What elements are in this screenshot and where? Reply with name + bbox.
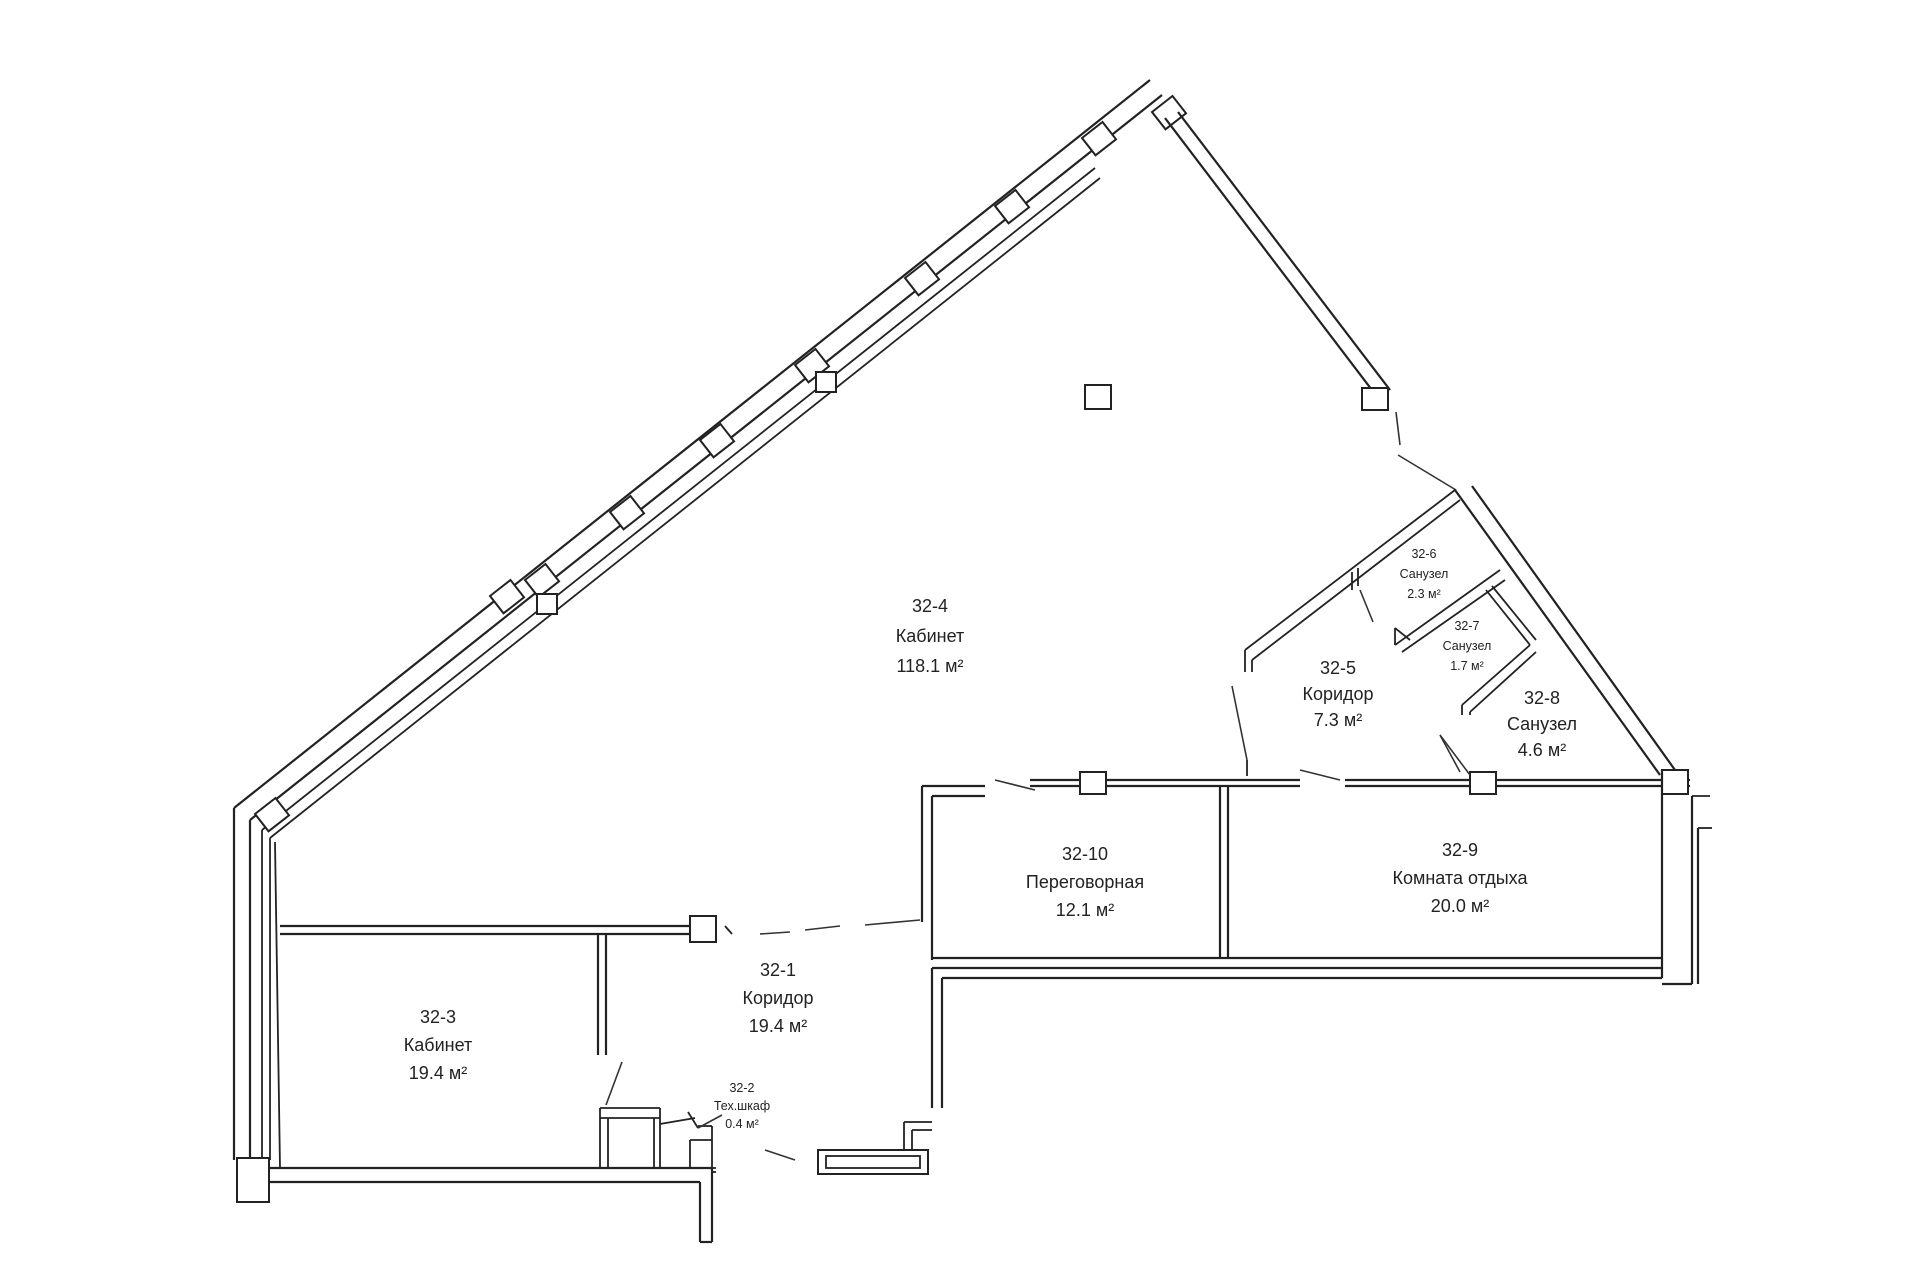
room-label-32-1: 32-1 Коридор 19.4 м² [742, 960, 813, 1036]
room-name: Санузел [1507, 714, 1577, 734]
south-wall [236, 1107, 932, 1244]
room-number: 32-2 [729, 1081, 754, 1095]
window-piers [253, 94, 1188, 833]
room-number: 32-4 [912, 596, 948, 616]
room-name: Санузел [1443, 639, 1492, 653]
room-name: Переговорная [1026, 872, 1144, 892]
room-area: 0.4 м² [725, 1117, 759, 1131]
room-area: 7.3 м² [1314, 710, 1362, 730]
room-area: 118.1 м² [896, 656, 963, 676]
room-name: Кабинет [404, 1035, 472, 1055]
room-number: 32-5 [1320, 658, 1356, 678]
room-name: Санузел [1400, 567, 1449, 581]
room-number: 32-7 [1454, 619, 1479, 633]
room-number: 32-3 [420, 1007, 456, 1027]
room-name: Комната отдыха [1393, 868, 1529, 888]
room-label-32-5: 32-5 Коридор 7.3 м² [1302, 658, 1373, 730]
room-area: 20.0 м² [1431, 896, 1489, 916]
room-label-32-8: 32-8 Санузел 4.6 м² [1507, 688, 1577, 760]
room-number: 32-1 [760, 960, 796, 980]
room-label-32-9: 32-9 Комната отдыха 20.0 м² [1393, 840, 1529, 916]
wet-block-walls [1231, 485, 1676, 776]
room-area: 19.4 м² [749, 1016, 807, 1036]
room-area: 19.4 м² [409, 1063, 467, 1083]
column [1084, 384, 1112, 410]
room-area: 4.6 м² [1518, 740, 1566, 760]
room-number: 32-10 [1062, 844, 1108, 864]
room-number: 32-9 [1442, 840, 1478, 860]
room-area: 2.3 м² [1407, 587, 1441, 601]
room-label-32-6: 32-6 Санузел 2.3 м² [1400, 547, 1449, 601]
room-area: 1.7 м² [1450, 659, 1484, 673]
room-label-32-7: 32-7 Санузел 1.7 м² [1443, 619, 1492, 673]
room-label-32-10: 32-10 Переговорная 12.1 м² [1026, 844, 1144, 920]
interior-walls [280, 734, 1712, 1108]
room-name: Коридор [1302, 684, 1373, 704]
room-label-32-4: 32-4 Кабинет 118.1 м² [896, 596, 964, 676]
room-label-32-2: 32-2 Тех.шкаф 0.4 м² [714, 1081, 770, 1131]
room-name: Коридор [742, 988, 813, 1008]
room-name: Кабинет [896, 626, 964, 646]
exterior-wall-northwest [232, 79, 1163, 1169]
room-name: Тех.шкаф [714, 1099, 770, 1113]
room-area: 12.1 м² [1056, 900, 1114, 920]
exterior-wall-northeast [1164, 111, 1457, 491]
room-number: 32-8 [1524, 688, 1560, 708]
room-label-32-3: 32-3 Кабинет 19.4 м² [404, 1007, 472, 1083]
room-number: 32-6 [1411, 547, 1436, 561]
